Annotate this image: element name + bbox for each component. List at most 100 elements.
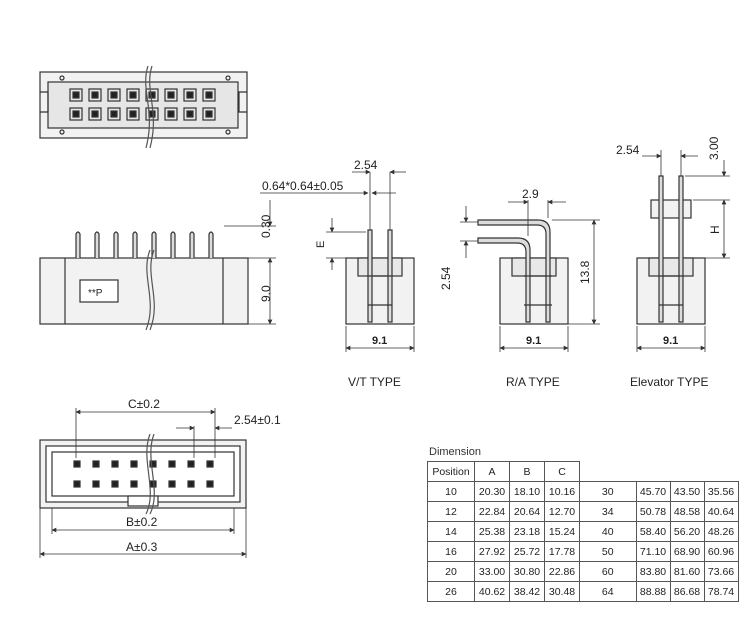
- pin: [94, 231, 100, 258]
- pin: [208, 231, 214, 258]
- cell-a: 20.30: [474, 481, 510, 502]
- pin-square: [205, 110, 213, 118]
- cell-position: 20: [427, 561, 475, 582]
- vt-width-label: 9.1: [372, 335, 387, 347]
- side-view: [39, 200, 276, 331]
- cell-c-2: 35.56: [703, 481, 739, 502]
- cell-b: 38.42: [509, 581, 545, 602]
- elevator-top-label: 3.00: [707, 136, 721, 160]
- cell-position: 14: [427, 521, 475, 542]
- cell-c: 10.16: [544, 481, 580, 502]
- cell-position-2: 60: [579, 561, 637, 582]
- cell-position: 26: [427, 581, 475, 602]
- header-b: B: [509, 461, 545, 482]
- cell-b-2: 68.90: [669, 541, 705, 562]
- front-c-label: C±0.2: [128, 397, 160, 411]
- table-spacer: [704, 462, 738, 482]
- cell-b: 25.72: [509, 541, 545, 562]
- pin-square: [72, 91, 80, 99]
- elevator-type-view: [636, 150, 730, 352]
- pin-outline: [88, 107, 102, 121]
- pin-square: [111, 460, 119, 468]
- vt-e-label: E: [315, 241, 327, 248]
- ra-type-view: [460, 199, 600, 352]
- cell-a: 22.84: [474, 501, 510, 522]
- pin-outline: [107, 88, 121, 102]
- pin: [75, 231, 81, 258]
- cell-a: 25.38: [474, 521, 510, 542]
- cell-c: 30.48: [544, 581, 580, 602]
- cell-c-2: 73.66: [703, 561, 739, 582]
- cell-c: 22.86: [544, 561, 580, 582]
- pin-square: [206, 460, 214, 468]
- pin-square: [129, 91, 137, 99]
- cell-b-2: 56.20: [669, 521, 705, 542]
- cell-c-2: 40.64: [703, 501, 739, 522]
- pin-square: [130, 460, 138, 468]
- pin: [132, 231, 138, 258]
- pin-square: [72, 110, 80, 118]
- front-pitch-label: 2.54±0.1: [234, 413, 281, 427]
- elevator-width-label: 9.1: [663, 335, 678, 347]
- pin-outline: [202, 88, 216, 102]
- pin-outline: [183, 107, 197, 121]
- header-a: A: [474, 461, 510, 482]
- pin-square: [167, 110, 175, 118]
- ra-type-caption: R/A TYPE: [506, 375, 560, 389]
- pin-outline: [126, 88, 140, 102]
- cell-position: 12: [427, 501, 475, 522]
- vt-type-caption: V/T TYPE: [348, 375, 401, 389]
- cell-a-2: 88.88: [635, 581, 671, 602]
- pin-square: [148, 91, 156, 99]
- cell-a-2: 71.10: [635, 541, 671, 562]
- cell-b: 23.18: [509, 521, 545, 542]
- pin-square: [148, 110, 156, 118]
- pin-square: [206, 480, 214, 488]
- front-view: [39, 408, 247, 558]
- vt-pitch-label: 2.54: [354, 158, 378, 172]
- cell-b-2: 81.60: [669, 561, 705, 582]
- pin-square: [130, 480, 138, 488]
- cell-position-2: 30: [579, 481, 637, 502]
- pin-square: [186, 110, 194, 118]
- pin: [113, 231, 119, 258]
- pin-square: [92, 460, 100, 468]
- pin-outline: [164, 107, 178, 121]
- elevator-pitch-label: 2.54: [616, 143, 640, 157]
- pin-square: [168, 460, 176, 468]
- cell-a-2: 58.40: [635, 521, 671, 542]
- cell-b: 30.80: [509, 561, 545, 582]
- dimension-title: Dimension: [429, 446, 481, 458]
- cell-c-2: 48.26: [703, 521, 739, 542]
- elevator-h-label: H: [708, 225, 722, 234]
- ra-pitch-label: 2.54: [439, 266, 453, 290]
- cell-position-2: 34: [579, 501, 637, 522]
- pin-square: [168, 480, 176, 488]
- pin-square: [73, 480, 81, 488]
- cell-a: 33.00: [474, 561, 510, 582]
- pin-outline: [69, 88, 83, 102]
- cell-a-2: 83.80: [635, 561, 671, 582]
- pin-outline: [202, 107, 216, 121]
- ra-offset-label: 2.9: [522, 187, 539, 201]
- cell-a: 27.92: [474, 541, 510, 562]
- elevator-type-caption: Elevator TYPE: [630, 375, 708, 389]
- cell-a: 40.62: [474, 581, 510, 602]
- cell-c: 12.70: [544, 501, 580, 522]
- pin: [170, 231, 176, 258]
- cell-b: 20.64: [509, 501, 545, 522]
- table-spacer: [670, 462, 704, 482]
- cell-b-2: 48.58: [669, 501, 705, 522]
- body-height-label: 9.0: [259, 285, 273, 302]
- pin-outline: [107, 107, 121, 121]
- top-view: [39, 65, 248, 149]
- vt-type-view: [260, 169, 415, 352]
- pin-height-label: 0.30: [259, 214, 273, 238]
- cell-a-2: 45.70: [635, 481, 671, 502]
- pin-square: [110, 91, 118, 99]
